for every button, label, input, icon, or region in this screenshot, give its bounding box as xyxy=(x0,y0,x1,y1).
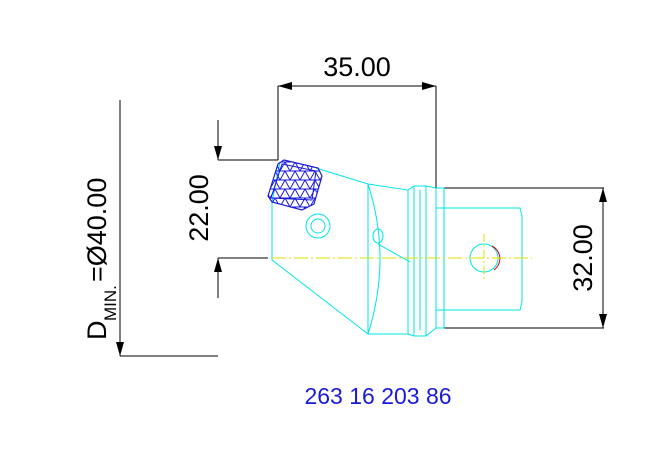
dimension-arrows xyxy=(116,82,607,356)
clamp-screw-outer xyxy=(305,213,331,239)
cutting-insert-inner xyxy=(270,163,317,201)
coolant-channel xyxy=(377,243,411,263)
centerlines xyxy=(272,234,532,282)
arrow-height-top xyxy=(214,146,222,160)
neck-top xyxy=(407,185,437,191)
shank-diameter-text: 32.00 xyxy=(568,224,598,292)
part-number-text: 263 16 203 86 xyxy=(304,383,451,409)
min-diameter-label: D MIN. =Ø40.00 xyxy=(82,178,120,340)
cutting-insert xyxy=(267,159,323,211)
height-dimension-text: 22.00 xyxy=(184,174,214,242)
shank-outline xyxy=(444,207,523,311)
arrow-length-right xyxy=(422,82,436,90)
arrow-shank-top xyxy=(599,188,607,202)
min-diameter-prefix: D xyxy=(82,321,112,341)
arrow-shank-bottom xyxy=(599,314,607,328)
length-dimension-text: 35.00 xyxy=(323,52,391,82)
min-diameter-subscript: MIN. xyxy=(101,285,120,321)
arrow-height-bottom xyxy=(214,258,222,272)
bore-accent-arc xyxy=(491,245,501,271)
min-diameter-value: =Ø40.00 xyxy=(82,178,112,282)
cone-curve xyxy=(367,183,381,335)
dimension-lines xyxy=(119,85,604,357)
clamp-screw-inner xyxy=(310,218,326,234)
neck-bottom xyxy=(407,327,437,337)
coolant-hole xyxy=(372,228,384,244)
arrow-min-diameter xyxy=(116,342,124,356)
arrow-length-left xyxy=(278,82,292,90)
